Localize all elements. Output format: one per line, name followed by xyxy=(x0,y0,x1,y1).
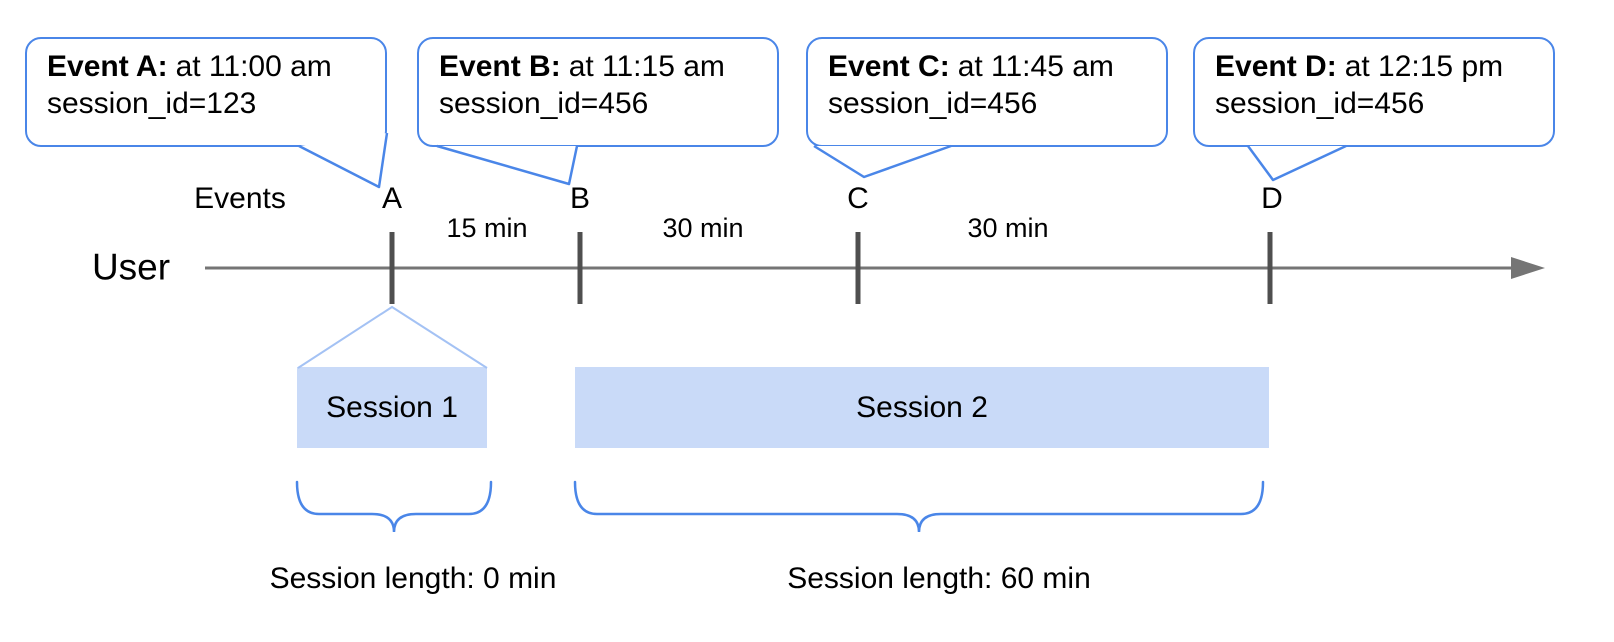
event-b-session-id: session_id=456 xyxy=(439,87,649,120)
event-mark-c: C xyxy=(847,182,869,215)
event-b-title: Event B: xyxy=(439,50,561,83)
session-2-label: Session 2 xyxy=(856,390,988,424)
interval-a-b: 15 min xyxy=(446,213,528,243)
event-mark-a: A xyxy=(381,182,403,215)
session-2-length-label: Session length: 60 min xyxy=(787,562,1091,595)
event-a-callout-line1: Event A:at 11:00 am xyxy=(47,48,377,85)
session-1-funnel xyxy=(297,305,488,369)
session-2-box: Session 2 xyxy=(575,367,1269,448)
session-1-brace xyxy=(295,480,493,533)
session-1-label: Session 1 xyxy=(326,390,458,424)
event-d-callout-tail xyxy=(1246,144,1347,182)
event-d-time: at 12:15 pm xyxy=(1344,50,1504,83)
event-c-callout-tail xyxy=(813,144,952,179)
event-a-title: Event A: xyxy=(47,50,168,83)
user-lane-label: User xyxy=(91,246,171,288)
event-c-time: at 11:45 am xyxy=(957,50,1114,83)
event-mark-d: D xyxy=(1261,182,1283,215)
event-c-callout: Event C:at 11:45 am session_id=456 xyxy=(806,37,1168,147)
events-row-label: Events xyxy=(194,182,286,215)
event-b-callout-tail xyxy=(436,144,579,186)
event-d-callout-line1: Event D:at 12:15 pm xyxy=(1215,48,1545,85)
event-a-session-id: session_id=123 xyxy=(47,87,257,120)
interval-c-d: 30 min xyxy=(967,213,1049,243)
event-d-title: Event D: xyxy=(1215,50,1337,83)
session-2-brace xyxy=(573,480,1265,533)
event-d-session-id: session_id=456 xyxy=(1215,87,1425,120)
event-b-callout-line1: Event B:at 11:15 am xyxy=(439,48,769,85)
session-1-box: Session 1 xyxy=(297,367,487,448)
session-1-length-label: Session length: 0 min xyxy=(269,562,557,595)
event-c-title: Event C: xyxy=(828,50,950,83)
event-d-callout: Event D:at 12:15 pm session_id=456 xyxy=(1193,37,1555,147)
event-a-callout: Event A:at 11:00 am session_id=123 xyxy=(25,37,387,147)
event-c-session-id: session_id=456 xyxy=(828,87,1038,120)
interval-b-c: 30 min xyxy=(662,213,744,243)
event-mark-b: B xyxy=(569,182,591,215)
event-a-time: at 11:00 am xyxy=(175,50,332,83)
timeline-arrowhead-icon xyxy=(1511,257,1545,279)
event-b-time: at 11:15 am xyxy=(568,50,725,83)
event-c-callout-line1: Event C:at 11:45 am xyxy=(828,48,1158,85)
event-b-callout: Event B:at 11:15 am session_id=456 xyxy=(417,37,779,147)
